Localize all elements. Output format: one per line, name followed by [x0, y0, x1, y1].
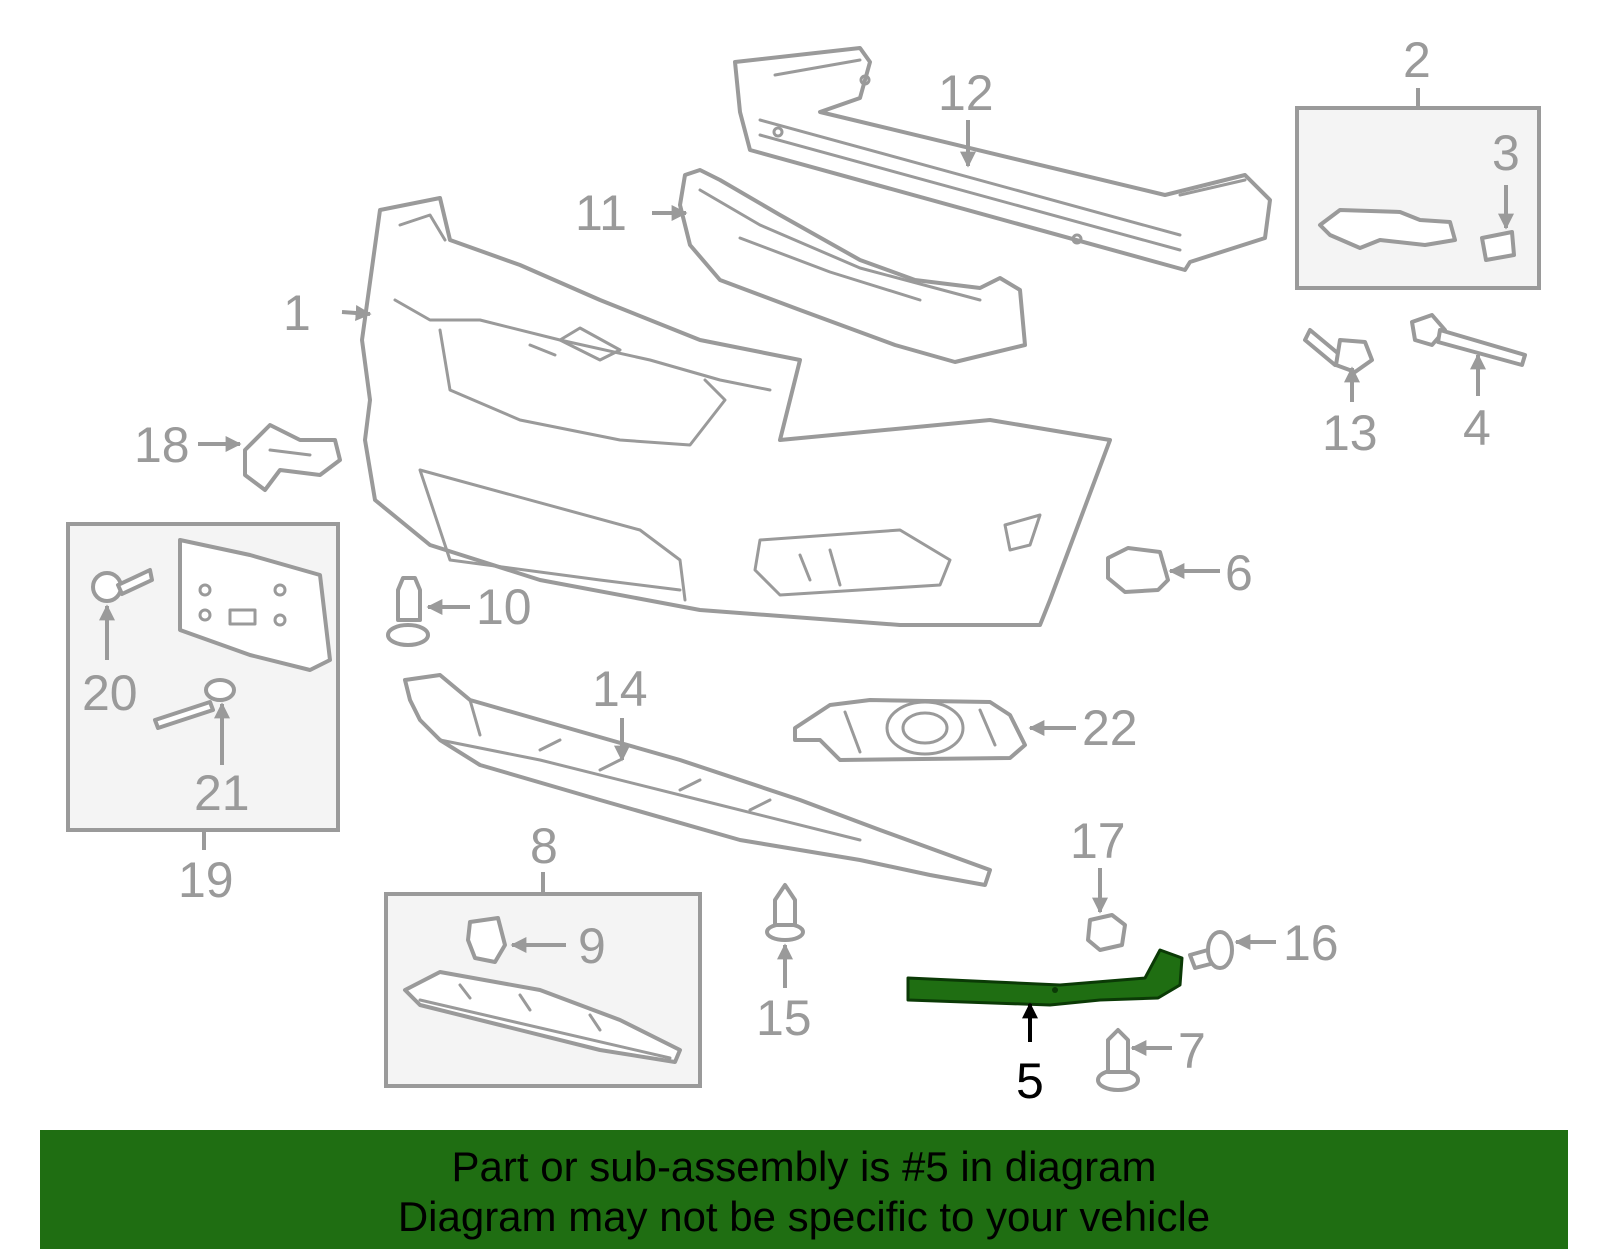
callout-6: 6: [1225, 545, 1253, 601]
callout-19: 19: [178, 852, 234, 908]
callout-21: 21: [194, 765, 250, 821]
callout-16: 16: [1283, 915, 1339, 971]
part-21-pin: [153, 678, 236, 730]
callout-11: 11: [575, 185, 627, 241]
part-14-deflector: [403, 673, 992, 887]
part-19-license-bracket: [178, 538, 332, 672]
banner-line-2: Diagram may not be specific to your vehi…: [397, 1193, 1211, 1240]
part-11-energy-absorber: [678, 168, 1027, 364]
callout-5[interactable]: 5: [1016, 1053, 1044, 1109]
callout-14: 14: [592, 661, 648, 717]
callout-9: 9: [578, 918, 606, 974]
part-6-cover: [1106, 546, 1170, 594]
part-8-deflector: [403, 970, 682, 1064]
callout-18: 18: [134, 417, 190, 473]
callout-1: 1: [283, 285, 311, 341]
part-17-nut: [1086, 913, 1127, 952]
part-2-bracket: [1318, 208, 1457, 250]
callout-17: 17: [1070, 813, 1126, 869]
callout-2: 2: [1403, 32, 1431, 88]
part-18-emblem: [243, 423, 342, 492]
callout-13: 13: [1322, 405, 1378, 461]
callout-8: 8: [530, 818, 558, 874]
part-22-fog-lamp-bezel: [793, 698, 1027, 762]
callout-3: 3: [1492, 125, 1520, 181]
part-10-retainer: [386, 576, 430, 647]
callout-7: 7: [1178, 1023, 1206, 1079]
part-16-screw: [1188, 930, 1234, 970]
callout-20: 20: [82, 665, 138, 721]
callout-4: 4: [1463, 400, 1491, 456]
part-7-retainer: [1096, 1028, 1140, 1092]
part-12-impact-bar: [733, 46, 1272, 272]
part-15-retainer: [765, 883, 805, 942]
part-4-bolt: [1410, 313, 1527, 367]
callout-15: 15: [756, 990, 812, 1046]
info-banner: Part or sub-assembly is #5 in diagram Di…: [40, 1130, 1568, 1249]
part-3-insert: [1480, 230, 1516, 262]
part-1-bumper-cover: [360, 196, 1112, 627]
callout-12: 12: [938, 65, 994, 121]
part-5-bracket-highlighted[interactable]: [906, 948, 1184, 1007]
part-9-clip: [466, 916, 507, 964]
banner-line-1: Part or sub-assembly is #5 in diagram: [451, 1143, 1157, 1190]
callout-22: 22: [1082, 700, 1138, 756]
part-13-bolt: [1303, 328, 1374, 374]
callout-10: 10: [476, 579, 532, 635]
part-20-screw: [91, 568, 154, 603]
